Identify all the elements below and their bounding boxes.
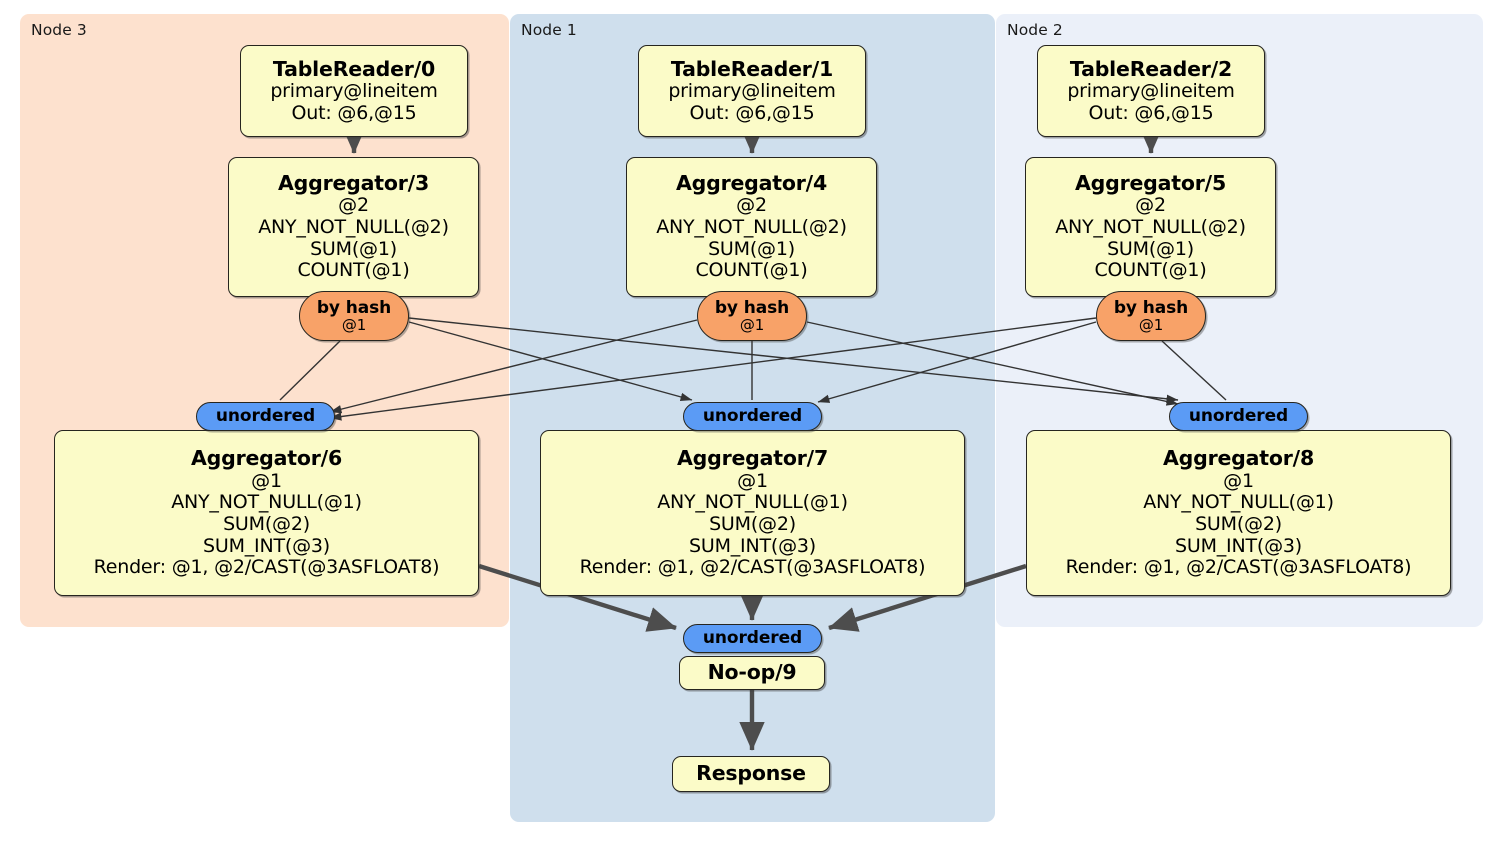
graph-node-title: Response xyxy=(696,761,806,786)
graph-node-detail-line: SUM(@2) xyxy=(1195,512,1282,535)
graph-node-title: TableReader/2 xyxy=(1069,56,1233,81)
graph-pill-unordered-8[interactable]: unordered xyxy=(1169,402,1308,431)
graph-node-noop9[interactable]: No-op/9 xyxy=(679,656,825,690)
graph-node-detail-line: Out: @6,@15 xyxy=(1088,101,1214,124)
graph-pill-unordered-7[interactable]: unordered xyxy=(683,402,822,431)
graph-node-title: Aggregator/5 xyxy=(1074,171,1227,195)
graph-node-title: TableReader/0 xyxy=(272,56,436,81)
graph-node-detail-line: SUM_INT(@3) xyxy=(689,534,816,557)
node-region-label-node3: Node 3 xyxy=(31,21,87,39)
graph-node-detail-line: primary@lineitem xyxy=(668,80,836,103)
graph-pill-title: unordered xyxy=(215,406,316,427)
graph-node-detail-line: SUM_INT(@3) xyxy=(1175,534,1302,557)
graph-node-detail-line: SUM(@1) xyxy=(1107,237,1194,260)
graph-pill-title: by hash xyxy=(316,297,392,318)
graph-pill-title: by hash xyxy=(714,297,790,318)
graph-node-detail-line: @1 xyxy=(737,469,768,492)
graph-pill-subtitle: @1 xyxy=(739,316,765,335)
graph-node-detail-line: SUM(@2) xyxy=(223,512,310,535)
graph-node-detail-line: primary@lineitem xyxy=(1067,80,1235,103)
graph-pill-subtitle: @1 xyxy=(341,316,367,335)
graph-node-title: No-op/9 xyxy=(707,660,797,685)
graph-node-detail-line: SUM(@2) xyxy=(709,512,796,535)
graph-node-detail-line: @1 xyxy=(1223,469,1254,492)
graph-pill-subtitle: @1 xyxy=(1138,316,1164,335)
graph-node-detail-line: SUM(@1) xyxy=(310,237,397,260)
graph-node-detail-line: ANY_NOT_NULL(@2) xyxy=(258,216,449,239)
graph-node-title: Aggregator/4 xyxy=(675,171,828,195)
graph-node-title: Aggregator/8 xyxy=(1162,446,1315,471)
graph-pill-unordered-9[interactable]: unordered xyxy=(683,624,822,653)
graph-pill-byhash-4[interactable]: by hash@1 xyxy=(697,291,807,341)
graph-pill-title: unordered xyxy=(702,406,803,427)
graph-node-title: Aggregator/6 xyxy=(190,446,343,471)
graph-pill-unordered-6[interactable]: unordered xyxy=(196,402,335,431)
graph-node-detail-line: Render: @1, @2/CAST(@3ASFLOAT8) xyxy=(1065,556,1412,579)
graph-pill-byhash-5[interactable]: by hash@1 xyxy=(1096,291,1206,341)
graph-node-title: TableReader/1 xyxy=(670,56,834,81)
graph-node-detail-line: ANY_NOT_NULL(@2) xyxy=(1055,216,1246,239)
graph-node-title: Aggregator/7 xyxy=(676,446,829,471)
graph-node-detail-line: COUNT(@1) xyxy=(1094,259,1207,282)
graph-pill-byhash-3[interactable]: by hash@1 xyxy=(299,291,409,341)
graph-pill-title: unordered xyxy=(702,628,803,649)
graph-node-detail-line: SUM_INT(@3) xyxy=(203,534,330,557)
node-region-label-node2: Node 2 xyxy=(1007,21,1063,39)
graph-node-detail-line: ANY_NOT_NULL(@2) xyxy=(656,216,847,239)
graph-node-detail-line: @2 xyxy=(736,194,767,217)
graph-node-detail-line: @2 xyxy=(1135,194,1166,217)
graph-pill-title: unordered xyxy=(1188,406,1289,427)
graph-node-response[interactable]: Response xyxy=(672,756,830,792)
graph-node-detail-line: @2 xyxy=(338,194,369,217)
graph-node-detail-line: ANY_NOT_NULL(@1) xyxy=(171,491,362,514)
graph-pill-title: by hash xyxy=(1113,297,1189,318)
graph-node-title: Aggregator/3 xyxy=(277,171,430,195)
graph-node-detail-line: @1 xyxy=(251,469,282,492)
graph-node-detail-line: ANY_NOT_NULL(@1) xyxy=(1143,491,1334,514)
graph-node-detail-line: Out: @6,@15 xyxy=(689,101,815,124)
graph-node-detail-line: Out: @6,@15 xyxy=(291,101,417,124)
graph-node-detail-line: COUNT(@1) xyxy=(297,259,410,282)
graph-node-detail-line: Render: @1, @2/CAST(@3ASFLOAT8) xyxy=(93,556,440,579)
graph-node-detail-line: Render: @1, @2/CAST(@3ASFLOAT8) xyxy=(579,556,926,579)
graph-node-detail-line: SUM(@1) xyxy=(708,237,795,260)
node-region-label-node1: Node 1 xyxy=(521,21,577,39)
graph-node-detail-line: primary@lineitem xyxy=(270,80,438,103)
graph-node-detail-line: ANY_NOT_NULL(@1) xyxy=(657,491,848,514)
graph-node-detail-line: COUNT(@1) xyxy=(695,259,808,282)
